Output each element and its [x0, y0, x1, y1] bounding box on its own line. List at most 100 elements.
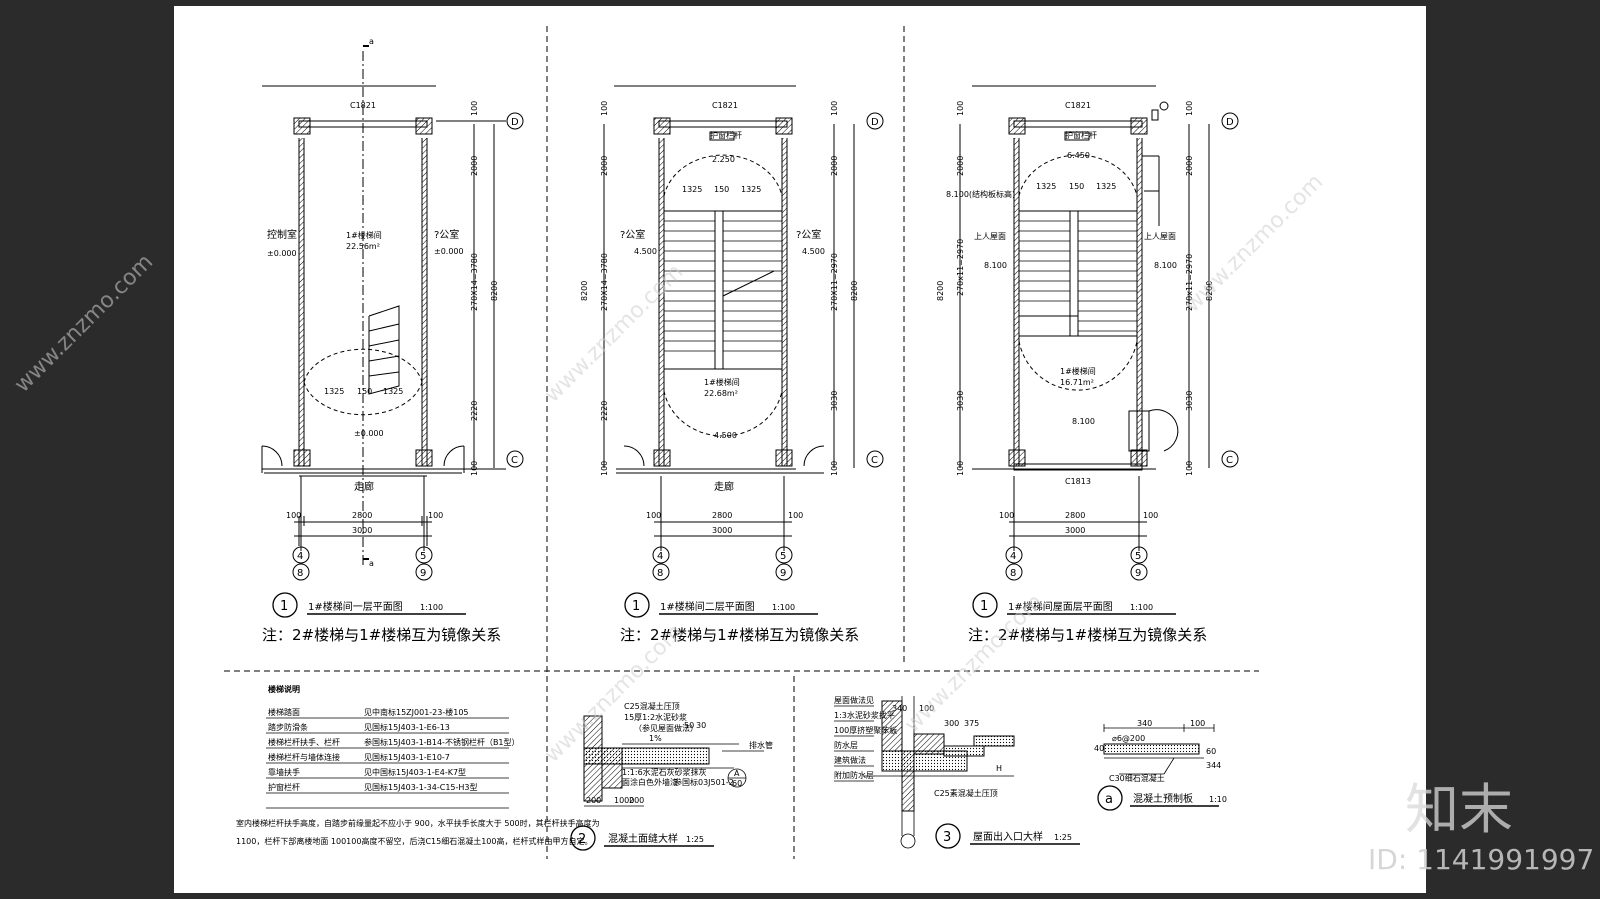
- detaila-scale: 1:10: [1209, 795, 1227, 804]
- plan2-dim-vr-4: 8200: [850, 281, 859, 301]
- plan2-dim-vl-5: 2220: [600, 401, 609, 421]
- plan3-dim-vr-5: 3030: [1185, 391, 1194, 411]
- plan2-scale: 1:100: [772, 603, 795, 612]
- plan3-dim-vr-4: 8200: [1205, 281, 1214, 301]
- plan2-dim-vl-6: 100: [600, 461, 609, 476]
- notes-row-2-val: 见国标15J403-1-E6-13: [364, 722, 450, 732]
- plan2-dim-vr-3: 270X11=2970: [830, 253, 839, 311]
- brand-logo: 知末: [1405, 778, 1513, 841]
- plan2-dim-inner-1: 1325: [682, 185, 702, 194]
- plan3-dim-inner-2: 150: [1069, 182, 1084, 191]
- plan2-upper-level: 2.250: [712, 155, 735, 164]
- plan2-dim-bottom-total: 3000: [712, 526, 732, 535]
- plan-first-floor: C1821 控制室 ?公室 ±0.000 ±0.000 1#楼梯间 22.56m…: [261, 37, 524, 644]
- plan1-axis-left-1: 4: [297, 551, 303, 562]
- plan1-dim-inner-1: 1325: [324, 387, 344, 396]
- plan3-dim-bottom-2: 2800: [1065, 511, 1085, 520]
- plan1-title: 1#楼梯间一层平面图: [308, 600, 403, 613]
- detail3-scale: 1:25: [1054, 833, 1072, 842]
- detaila-dim-2: 100: [1190, 719, 1205, 728]
- detail3-dim-5: H: [996, 764, 1002, 773]
- plan1-dim-inner-2: 150: [357, 387, 372, 396]
- plan2-room-right: ?公室: [796, 228, 821, 241]
- plan2-axis-bottom: C: [871, 455, 878, 466]
- image-id: ID: 1141991997: [1368, 843, 1595, 876]
- detail2-label-2: 15厚1:2水泥砂浆: [624, 712, 687, 722]
- plan3-dim-inner-3: 1325: [1096, 182, 1116, 191]
- plan1-axis-top: D: [511, 117, 519, 128]
- plan3-room-right: 上人屋面: [1144, 232, 1176, 241]
- plan3-axis-right-2: 9: [1135, 568, 1141, 579]
- plan1-dim-v-2: 2000: [470, 156, 479, 176]
- plan3-bottom-window: C1813: [1065, 477, 1091, 486]
- plan3-dim-bottom-1: 100: [999, 511, 1014, 520]
- plan2-dim-vr-5: 3030: [830, 391, 839, 411]
- detail2-title: 混凝土面缝大样: [608, 832, 678, 845]
- plan3-axis-left-1: 4: [1010, 551, 1016, 562]
- plan2-room-left-level: 4.500: [634, 247, 657, 256]
- plan3-dim-vr-1: 100: [1185, 101, 1194, 116]
- notes-footnote-2: 1100，栏杆下部离楼地面 100100高度不留空，后浇C15细石混凝土100高…: [236, 836, 592, 846]
- detail2-dim-4: 1000: [614, 796, 634, 805]
- detail2-label-3: （参见屋面做法）: [634, 723, 698, 733]
- plan1-room-right: ?公室: [434, 228, 459, 241]
- plan3-top-window: C1821: [1065, 101, 1091, 110]
- detaila-num: a: [1105, 792, 1113, 807]
- notes-row-2-key: 踏步防滑条: [268, 722, 308, 732]
- plan1-center-area: 22.56m²: [346, 242, 380, 251]
- plan2-rail-label: 护窗栏杆: [710, 130, 742, 140]
- notes-row-4-val: 见国标15J403-1-E10-7: [364, 752, 450, 762]
- sheet-dividers: [224, 26, 1259, 859]
- detaila-label-1: C30细石混凝土: [1109, 773, 1165, 783]
- plan2-stair-treads: [664, 220, 782, 352]
- plan2-dim-inner-2: 150: [714, 185, 729, 194]
- detaila-dim-5: 344: [1206, 761, 1221, 770]
- plan3-title: 1#楼梯间屋面层平面图: [1008, 600, 1113, 613]
- detail2-label-1: C25混凝土压顶: [624, 701, 680, 711]
- plan2-dim-bottom-3: 100: [788, 511, 803, 520]
- detail2-label-8: 参国标03J501-2: [674, 777, 734, 787]
- plan1-dim-bottom-3: 100: [428, 511, 443, 520]
- plan1-dim-v-3: 270X14=3780: [470, 253, 479, 311]
- notes-row-4-key: 楼梯栏杆与墙体连接: [268, 752, 340, 762]
- plan3-dim-vr-3: 270x11=2970: [1185, 254, 1194, 311]
- detail2-dim-1: 50: [684, 721, 694, 730]
- plan2-axis-left-2: 8: [657, 568, 663, 579]
- plan1-title-num: 1: [280, 599, 288, 614]
- notes-row-5-val: 见中国标15J403-1-E4-K7型: [364, 767, 466, 777]
- detaila-title: 混凝土预制板: [1133, 792, 1193, 805]
- notes-row-1-val: 见中南标15ZJ001-23-楼105: [364, 707, 469, 717]
- detail3-label-5: 建筑做法: [834, 755, 866, 765]
- detail3-label-3: 100厚挤塑聚苯板: [834, 725, 897, 735]
- plan1-dim-inner-3: 1325: [383, 387, 403, 396]
- plan2-landing-level: 4.500: [714, 431, 737, 440]
- plan3-dim-vl-5: 3030: [956, 391, 965, 411]
- detail3-dim-4: 375: [964, 719, 979, 728]
- plan2-dim-vl-3: 8200: [580, 281, 589, 301]
- plan1-top-window: C1821: [350, 101, 376, 110]
- plan1-room-right-level: ±0.000: [434, 247, 464, 256]
- plan2-room-left: ?公室: [620, 228, 645, 241]
- plan2-dim-vr-1: 100: [830, 101, 839, 116]
- plan3-dim-inner-1: 1325: [1036, 182, 1056, 191]
- notes-row-3-val: 参国标15J403-1-B14-不锈钢栏杆（B1型）: [364, 737, 520, 747]
- plan1-section-mark-top: a: [369, 37, 374, 46]
- plan3-scale: 1:100: [1130, 603, 1153, 612]
- detail2-callout-sub: 60: [732, 779, 742, 788]
- plan3-stair-treads: [1019, 220, 1137, 332]
- plan1-axis-left-2: 8: [297, 568, 303, 579]
- plan2-dim-vl-4: 270X14=3780: [600, 253, 609, 311]
- detail3-label-7: C25素混凝土压顶: [934, 788, 998, 798]
- plan2-dim-vr-2: 2000: [830, 156, 839, 176]
- plan2-dim-vl-1: 100: [600, 101, 609, 116]
- plan3-landing-level: 8.100: [1072, 417, 1095, 426]
- detail2-dim-5: 200: [629, 796, 644, 805]
- plan3-dim-vl-4: 270x11=2970: [956, 239, 965, 296]
- detail2-dim-3: 200: [586, 796, 601, 805]
- plan2-title: 1#楼梯间二层平面图: [660, 600, 755, 613]
- plan3-dim-vl-2: 2000: [956, 156, 965, 176]
- detaila-dim-4: 40: [1094, 744, 1104, 753]
- plan1-dim-bottom-2: 2800: [352, 511, 372, 520]
- plan2-axis-right-1: 5: [780, 551, 786, 562]
- plan3-axis-bottom: C: [1226, 455, 1233, 466]
